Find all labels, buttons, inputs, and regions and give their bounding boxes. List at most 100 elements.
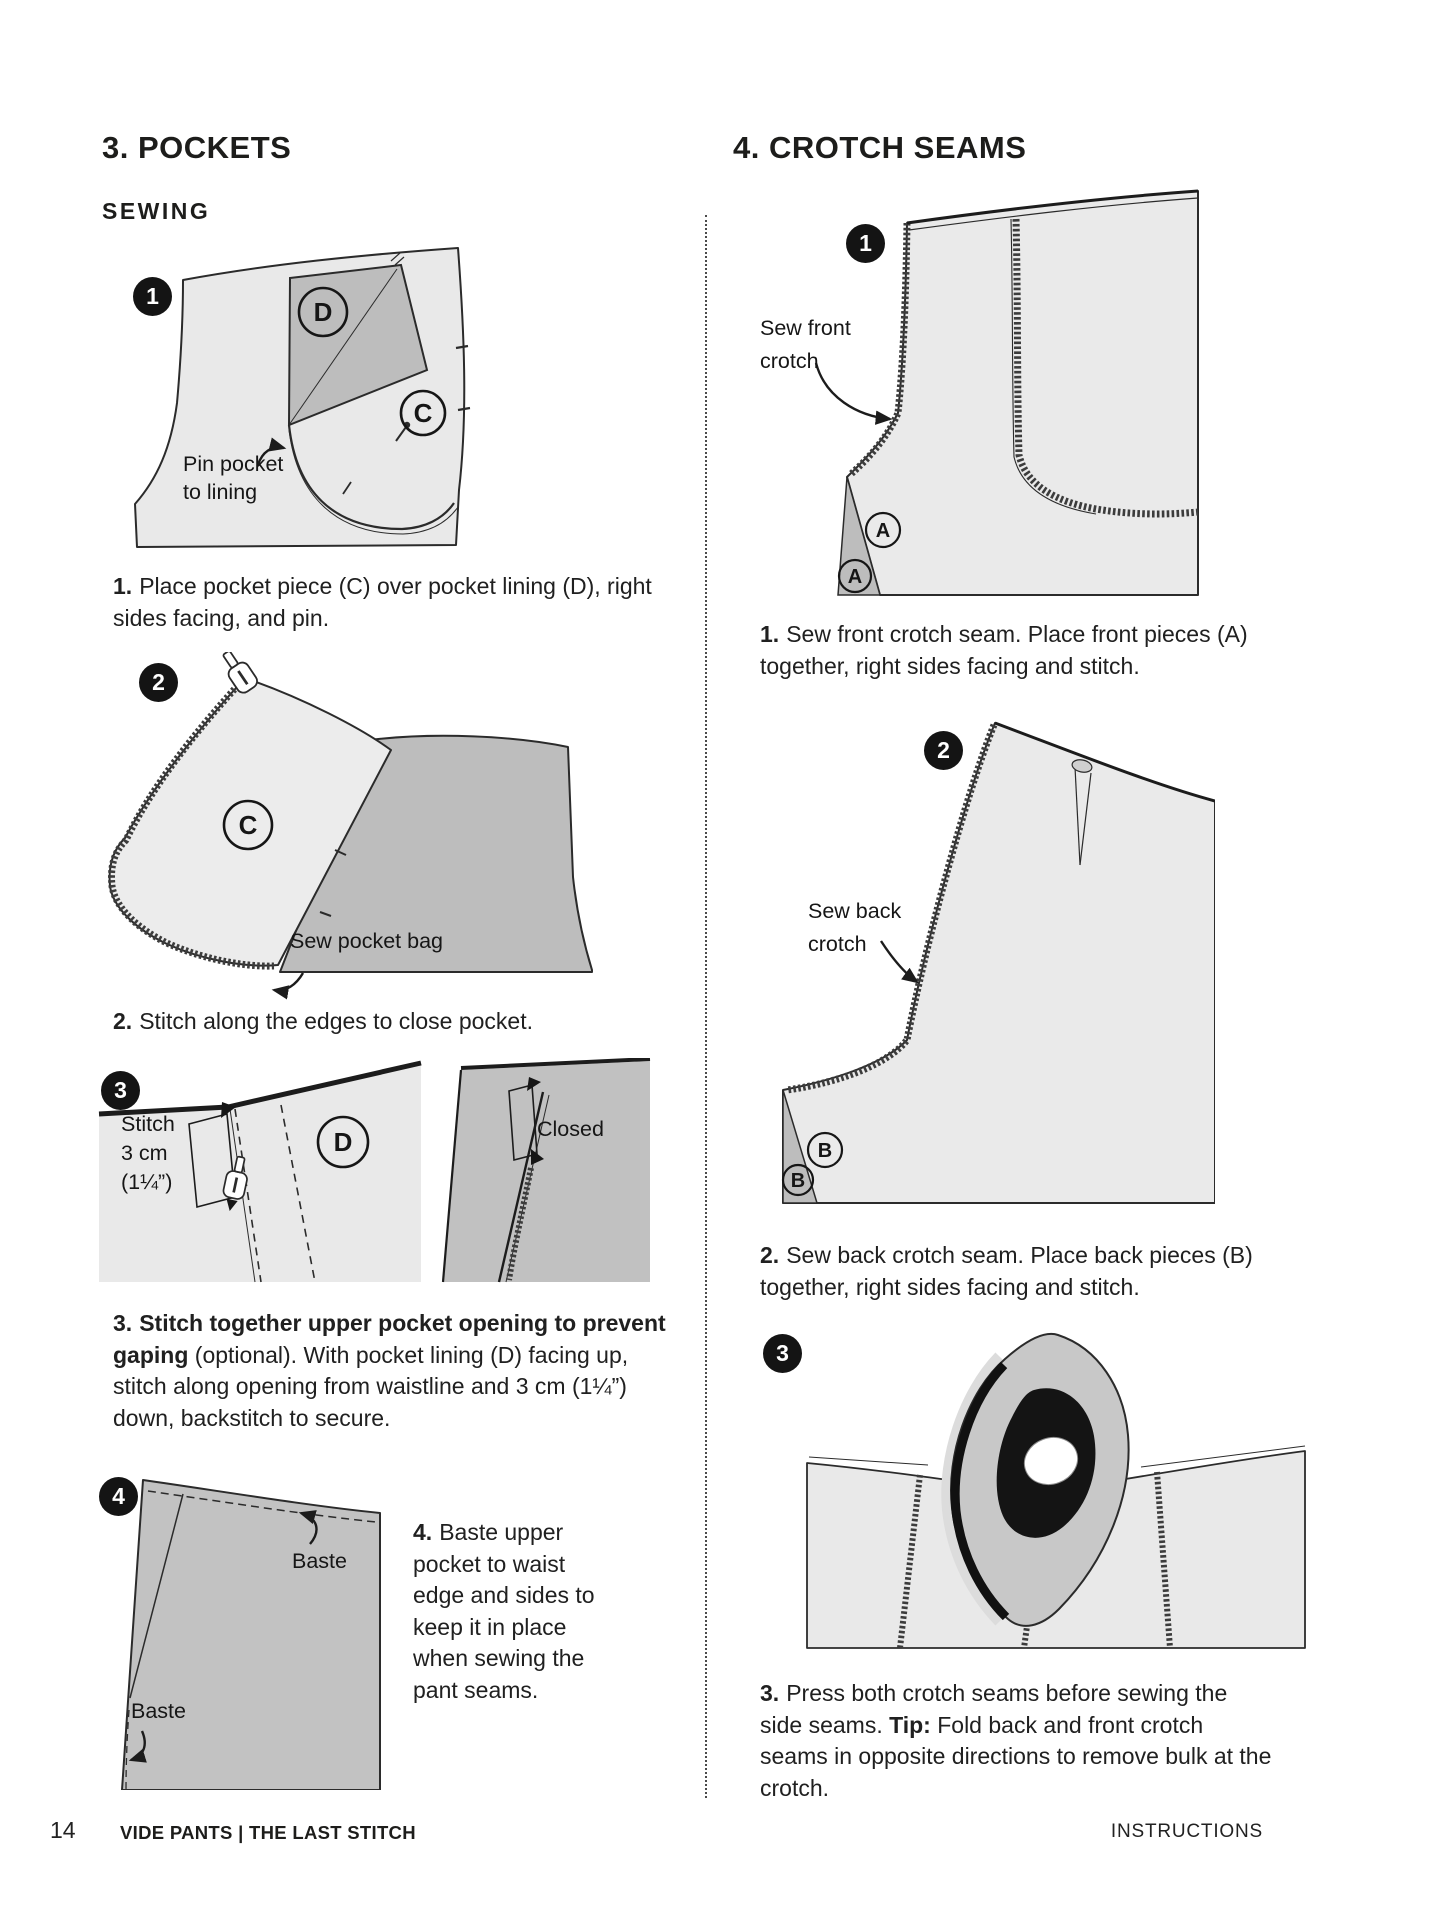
callout-arrow <box>128 1730 147 1763</box>
piece-letter-b: B <box>791 1170 805 1192</box>
iron-handle-hole <box>1023 1436 1079 1486</box>
notch <box>334 849 347 856</box>
iron-sole-band <box>950 1361 1010 1621</box>
piece-letter-d: D <box>334 1127 353 1157</box>
inner-crotch-seam <box>1012 218 1199 518</box>
dart-line <box>1074 766 1081 866</box>
page-number: 14 <box>50 1817 76 1843</box>
presser-foot-icon <box>222 652 258 694</box>
stitch-line-dashed <box>280 1104 316 1283</box>
step-badge: 2 <box>924 731 963 770</box>
step-text-crotch-1: 1.Sew front crotch seam. Place front pie… <box>760 621 1248 679</box>
callout-arrow <box>256 437 287 466</box>
step-badge: 1 <box>133 277 172 316</box>
clip-icon <box>394 256 405 266</box>
waist-edge <box>994 721 1215 803</box>
figure-label-baste-top: Baste <box>292 1549 347 1573</box>
overlock-seam <box>108 679 275 970</box>
step-text-crotch-3: 3.Press both crotch seams before sewing … <box>760 1680 1272 1801</box>
figure-pockets-step1: D C <box>134 247 471 548</box>
piece-letter-circle <box>806 1131 844 1169</box>
pin-icon <box>395 426 407 442</box>
step-badge: 4 <box>99 1477 138 1516</box>
notch <box>319 911 332 917</box>
piece-letter-a: A <box>848 566 862 588</box>
subsection-title-sewing: SEWING <box>102 198 211 224</box>
waist-line <box>1140 1445 1306 1468</box>
piece-letter-circle <box>297 286 349 338</box>
footer-section: INSTRUCTIONS <box>1110 1821 1263 1842</box>
piece-letter-circle <box>781 1163 815 1197</box>
figure-crotch-step2: B B <box>781 721 1215 1204</box>
figure-label-pin-pocket: Pin pocket to lining <box>183 452 284 504</box>
piece-letter-c: C <box>414 398 433 428</box>
clip-icon <box>390 252 401 262</box>
step-text-pockets-2: 2.Stitch along the edges to close pocket… <box>113 1008 533 1034</box>
figure-label-baste-bottom: Baste <box>131 1699 186 1723</box>
step-text-pockets-3: 3.Stitch together upper pocket opening t… <box>113 1310 666 1431</box>
callout-arrow <box>814 362 893 425</box>
pocket-bag-seam-inner <box>288 429 459 535</box>
basting-line-side <box>125 1709 130 1790</box>
footer-publication: VIDE PANTS | THE LAST STITCH <box>120 1822 416 1843</box>
waist-line <box>808 1456 929 1466</box>
figure-pockets-step3: D <box>98 1058 651 1283</box>
piece-letter-circle <box>316 1115 370 1169</box>
figure-pockets-step2: C <box>108 652 593 1000</box>
figure-label-sew-pocket-bag: Sew pocket bag <box>290 929 443 953</box>
pressed-seam <box>1154 1471 1173 1649</box>
pocket-bag-seam <box>287 424 455 531</box>
figure-pockets-step4 <box>121 1479 381 1790</box>
piece-letter-circle <box>399 389 447 437</box>
piece-letter-circle <box>222 799 274 851</box>
section-title-crotch-seams: 4. CROTCH SEAMS <box>733 130 1027 165</box>
lining-panel <box>99 1065 421 1282</box>
step-badge: 1 <box>846 224 885 263</box>
piece-letter-circle <box>837 558 873 594</box>
back-crotch-seam <box>786 723 998 1094</box>
callout-arrow <box>271 972 305 1000</box>
piece-letter-d: D <box>314 297 333 327</box>
pants-back-piece <box>782 722 1215 1204</box>
closed-panel-top-edge <box>460 1058 651 1070</box>
dart-cap <box>1071 759 1093 773</box>
figure-crotch-step1: A A <box>814 189 1199 596</box>
step-text-pockets-4: 4.Baste upper pocket to waist edge and s… <box>413 1519 595 1703</box>
piece-letter-a: A <box>876 520 890 542</box>
dart-line <box>1079 772 1092 866</box>
basting-line-top <box>147 1490 377 1523</box>
closed-panel-left-edge <box>441 1069 463 1283</box>
bracket-arrowhead <box>527 1077 541 1091</box>
figure-label-closed: Closed <box>537 1117 604 1141</box>
column-divider <box>705 215 707 1798</box>
waist-facing-line <box>908 197 1199 231</box>
section-title-pockets: 3. POCKETS <box>102 130 292 165</box>
piece-letter-b: B <box>818 1140 832 1162</box>
step-text-pockets-1: 1.Place pocket piece (C) over pocket lin… <box>113 573 652 631</box>
waist-edge <box>906 189 1199 225</box>
notch <box>457 406 471 412</box>
stitch-line-dashed <box>234 1108 262 1283</box>
inner-crotch-line <box>1010 218 1097 515</box>
step-badge: 3 <box>101 1071 140 1110</box>
piece-letter-c: C <box>239 810 258 840</box>
step-text-crotch-2: 2.Sew back crotch seam. Place back piece… <box>760 1242 1253 1300</box>
closed-panel <box>443 1061 650 1282</box>
fold-triangle <box>782 1089 819 1204</box>
presser-foot-icon <box>222 1155 248 1212</box>
closed-seam <box>497 1091 545 1283</box>
bracket-arrowhead <box>221 1102 236 1118</box>
bracket-arrowhead <box>531 1149 544 1165</box>
figure-label-sew-back-crotch: Sew back crotch <box>808 899 902 956</box>
figure-label-stitch-3cm: Stitch 3 cm (1¼”) <box>121 1112 175 1194</box>
step-badge: 3 <box>763 1334 802 1373</box>
fold-triangle <box>837 476 881 596</box>
pocket-lining-piece <box>287 263 429 427</box>
overlock-seam <box>506 1167 534 1281</box>
callout-arrow <box>298 1510 318 1545</box>
figure-label-sew-front-crotch: Sew front crotch <box>760 316 851 373</box>
pin-mark <box>342 481 352 495</box>
callout-arrow <box>879 940 919 984</box>
pants-piece <box>121 1479 381 1790</box>
